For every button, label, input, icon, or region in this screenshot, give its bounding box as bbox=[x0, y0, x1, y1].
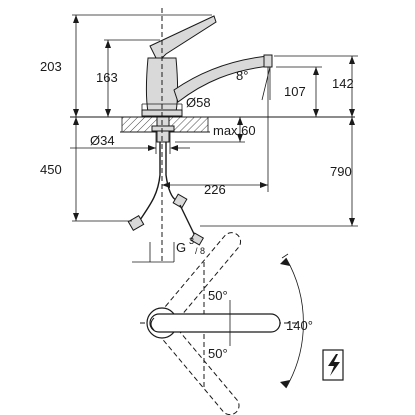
angle-50-bottom-label: 50° bbox=[208, 346, 228, 361]
dim-450-label: 450 bbox=[40, 162, 62, 177]
thread-den-label: 8 bbox=[200, 246, 205, 256]
dim-58: Ø58 bbox=[141, 95, 211, 110]
countertop-section bbox=[70, 116, 355, 143]
dim-790-label: 790 bbox=[330, 164, 352, 179]
dim-34: Ø34 bbox=[70, 132, 190, 154]
dim-34-label: Ø34 bbox=[90, 133, 115, 148]
dim-max60-label: max.60 bbox=[213, 123, 256, 138]
faucet-plan-view bbox=[140, 232, 304, 415]
thread-g-label: G bbox=[176, 240, 186, 255]
dim-58-label: Ø58 bbox=[186, 95, 211, 110]
supply-hoses bbox=[127, 142, 205, 246]
dim-max60: max.60 bbox=[175, 116, 256, 143]
dim-8deg-label: 8° bbox=[236, 68, 248, 83]
thread-slash: / bbox=[195, 246, 198, 256]
dim-203-label: 203 bbox=[40, 59, 62, 74]
dim-107: 107 bbox=[276, 66, 322, 117]
lever bbox=[149, 15, 217, 63]
dim-226-label: 226 bbox=[204, 182, 226, 197]
dim-thread: G 3 / 8 bbox=[132, 236, 205, 263]
dim-142: 142 bbox=[274, 55, 358, 117]
lightning-bolt-icon bbox=[322, 349, 344, 381]
dim-8deg: 8° bbox=[236, 66, 271, 101]
aerator bbox=[263, 54, 273, 68]
dim-142-label: 142 bbox=[332, 76, 354, 91]
dim-450: 450 bbox=[40, 117, 132, 222]
angle-140-label: 140° bbox=[286, 318, 313, 333]
dim-163-label: 163 bbox=[96, 70, 118, 85]
angle-50-top-label: 50° bbox=[208, 288, 228, 303]
dim-203: 203 bbox=[40, 14, 212, 117]
dim-790: 790 bbox=[200, 117, 358, 227]
dim-107-label: 107 bbox=[284, 84, 306, 99]
thread-num-label: 3 bbox=[189, 236, 194, 246]
dim-163: 163 bbox=[96, 39, 160, 117]
dim-226: 226 bbox=[162, 67, 269, 197]
